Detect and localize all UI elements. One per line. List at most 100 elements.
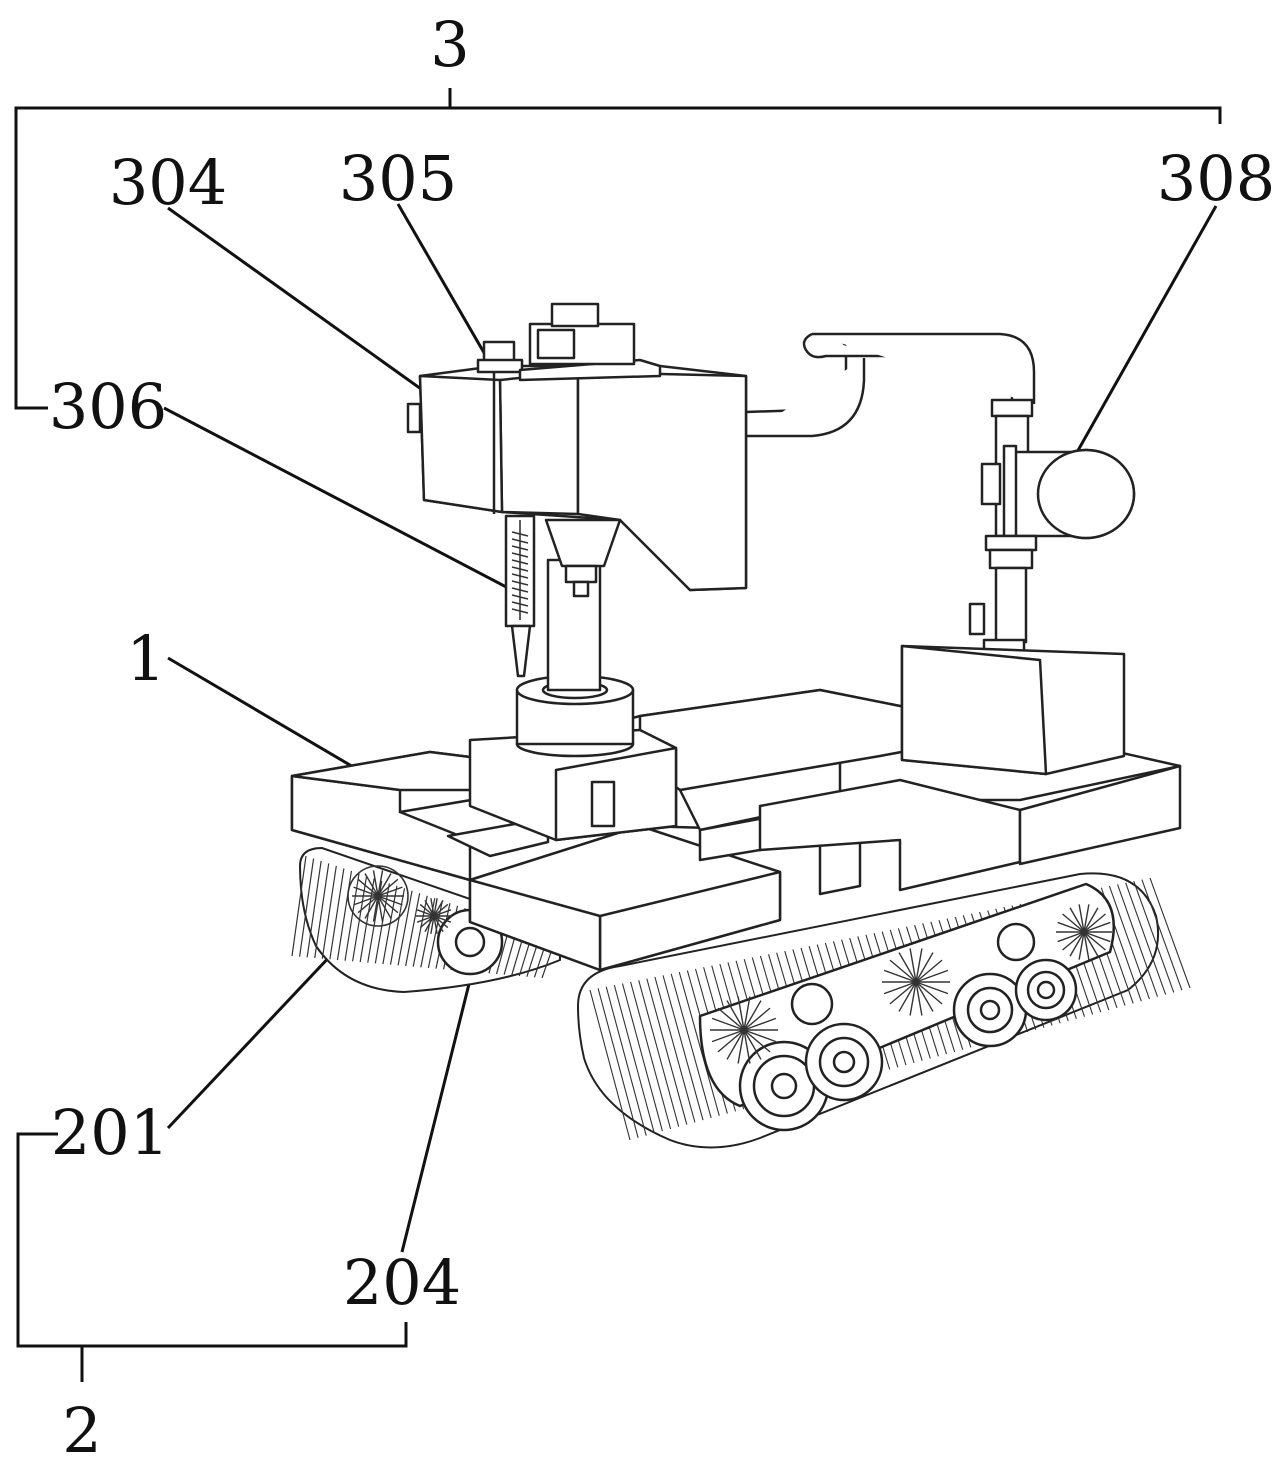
sprocket-spoke <box>372 895 379 922</box>
track-link <box>597 988 639 1138</box>
sprocket-spoke <box>743 996 751 1031</box>
right-road-wheels <box>738 922 1078 1132</box>
sprocket-spoke <box>915 981 943 1005</box>
road-wheel-3-hub <box>979 999 1001 1021</box>
sprocket-spoke <box>433 900 444 917</box>
bracket-2 <box>16 1132 408 1348</box>
sprocket-spoke <box>353 895 379 906</box>
label-204: 204 <box>343 1246 461 1319</box>
leader-lines <box>14 88 1222 1382</box>
sprocket-spoke <box>1083 931 1106 951</box>
sprocket-spoke <box>419 915 435 929</box>
sprocket-spoke <box>433 909 452 917</box>
pipe-bend-outer <box>812 332 1036 404</box>
sprocket-spoke <box>419 903 435 917</box>
sprocket-spoke <box>430 898 435 917</box>
label-308: 308 <box>1157 142 1275 215</box>
crawler-tracks <box>291 846 1191 1149</box>
sprocket-spoke <box>1083 907 1099 933</box>
label-304: 304 <box>109 146 227 219</box>
track-link <box>359 878 375 963</box>
chain-link <box>511 580 529 586</box>
sprocket-spoke <box>416 909 435 917</box>
track-link <box>314 863 330 959</box>
track-link <box>605 986 647 1136</box>
sprocket-spoke <box>915 981 949 995</box>
hopper-cone <box>544 518 622 568</box>
track-link <box>670 973 712 1119</box>
sprocket-spoke <box>737 1029 745 1064</box>
track-link <box>638 980 680 1127</box>
motor-face <box>1036 448 1136 540</box>
leader-306 <box>163 406 513 592</box>
track-link <box>291 855 307 957</box>
tank-box-front <box>900 644 1048 776</box>
sprocket-spoke <box>416 915 435 923</box>
sprocket-spoke <box>915 952 934 983</box>
right-front-block <box>758 778 1022 892</box>
sprocket-spoke <box>1083 921 1111 933</box>
sprocket-spoke <box>743 1029 751 1064</box>
hopper-nut <box>564 564 598 584</box>
track-link <box>654 976 696 1123</box>
label-1: 1 <box>126 622 165 695</box>
drill-chain <box>511 531 529 614</box>
sprocket-spoke <box>1083 931 1099 957</box>
sprocket-spoke <box>909 981 917 1016</box>
sprocket-spoke <box>1057 921 1085 933</box>
sprocket-spoke <box>1083 931 1111 943</box>
pedestal-window <box>590 780 616 828</box>
sprocket-spoke <box>1078 931 1085 960</box>
road-wheel-4-hub <box>1036 980 1056 1000</box>
sprocket-spoke <box>898 952 917 983</box>
upper-housing <box>406 302 748 678</box>
sprocket-spoke <box>883 981 917 995</box>
sprocket-spoke <box>711 1029 745 1043</box>
sprocket-spoke <box>726 1029 745 1060</box>
bracket-3 <box>14 106 1222 410</box>
reference-labels: 3 304 305 308 306 1 201 204 2 <box>49 8 1275 1467</box>
sprocket-spoke <box>433 903 449 917</box>
center-front-left-face <box>468 878 602 972</box>
label-201: 201 <box>51 1096 169 1169</box>
label-306: 306 <box>49 370 167 443</box>
sprocket-spoke <box>883 969 917 983</box>
top-bolt-base <box>476 358 524 374</box>
sprocket-spoke <box>717 1007 745 1031</box>
sprocket-spoke <box>433 915 444 932</box>
track-link <box>1108 885 1150 1000</box>
road-wheel-1-hub <box>770 1072 798 1100</box>
sprocket-spoke <box>1062 931 1085 951</box>
sprocket-spoke <box>377 886 403 897</box>
road-wheel-2-hub <box>832 1050 856 1074</box>
sprocket-spoke <box>743 1029 771 1053</box>
label-2: 2 <box>62 1394 101 1467</box>
sprocket-spoke <box>377 895 384 922</box>
track-link <box>405 893 421 967</box>
pedestal <box>468 558 678 842</box>
sprocket-spoke <box>433 915 438 934</box>
housing-left-face <box>498 370 580 516</box>
sprocket-spoke <box>889 959 917 983</box>
track-link <box>329 868 345 960</box>
leader-305 <box>396 203 496 371</box>
chain-link <box>511 601 529 607</box>
sprocket-spoke <box>915 948 923 983</box>
sprocket-spoke <box>1083 931 1090 960</box>
lower-valve <box>968 602 986 636</box>
sprocket-spoke <box>898 981 917 1012</box>
leader-201 <box>166 950 336 1130</box>
left-road-wheel-hub <box>454 926 486 958</box>
track-link <box>1125 882 1167 995</box>
riser-clamp <box>980 462 1002 506</box>
track-link <box>613 984 655 1134</box>
sprocket-spoke <box>377 873 392 897</box>
sprocket-spoke <box>364 895 379 919</box>
right-end-block <box>1018 764 1182 866</box>
chain-link <box>511 552 529 558</box>
track-link <box>589 989 631 1141</box>
chain-link <box>511 545 529 551</box>
sprocket-spoke <box>377 895 403 906</box>
sprocket-spoke <box>1083 904 1090 933</box>
track-link <box>646 978 688 1125</box>
